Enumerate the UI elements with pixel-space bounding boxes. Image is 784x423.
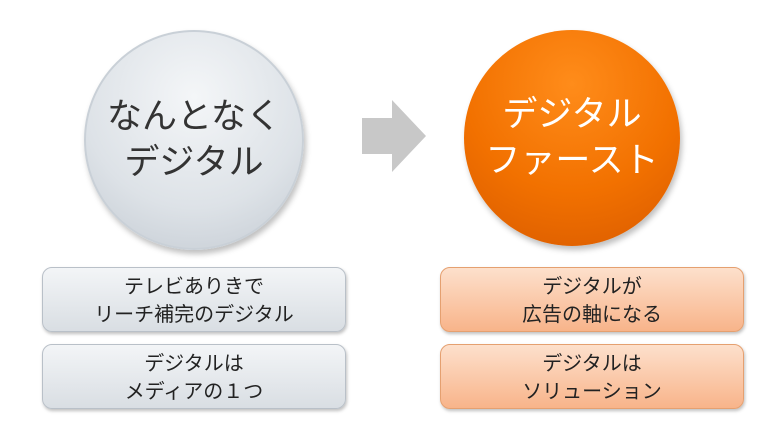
box-line: デジタルは <box>144 350 244 375</box>
box-line: テレビありきで <box>124 273 264 298</box>
circle-line: ファースト <box>485 141 659 181</box>
before-box-2: デジタルは メディアの１つ <box>42 344 346 409</box>
after-box-2: デジタルは ソリューション <box>440 344 744 409</box>
box-line: 広告の軸になる <box>522 301 662 326</box>
after-circle: デジタル ファースト <box>464 30 680 246</box>
circle-line: なんとなく <box>107 97 281 137</box>
box-line: デジタルが <box>542 273 642 298</box>
box-line: メディアの１つ <box>124 378 264 403</box>
before-circle: なんとなく デジタル <box>84 30 304 250</box>
circle-line: デジタル <box>502 95 642 135</box>
circle-line: デジタル <box>124 143 264 183</box>
box-line: デジタルは <box>542 350 642 375</box>
after-box-1: デジタルが 広告の軸になる <box>440 267 744 332</box>
before-box-1: テレビありきで リーチ補完のデジタル <box>42 267 346 332</box>
box-line: ソリューション <box>522 378 662 403</box>
box-line: リーチ補完のデジタル <box>94 301 294 326</box>
right-arrow-icon <box>362 100 426 172</box>
